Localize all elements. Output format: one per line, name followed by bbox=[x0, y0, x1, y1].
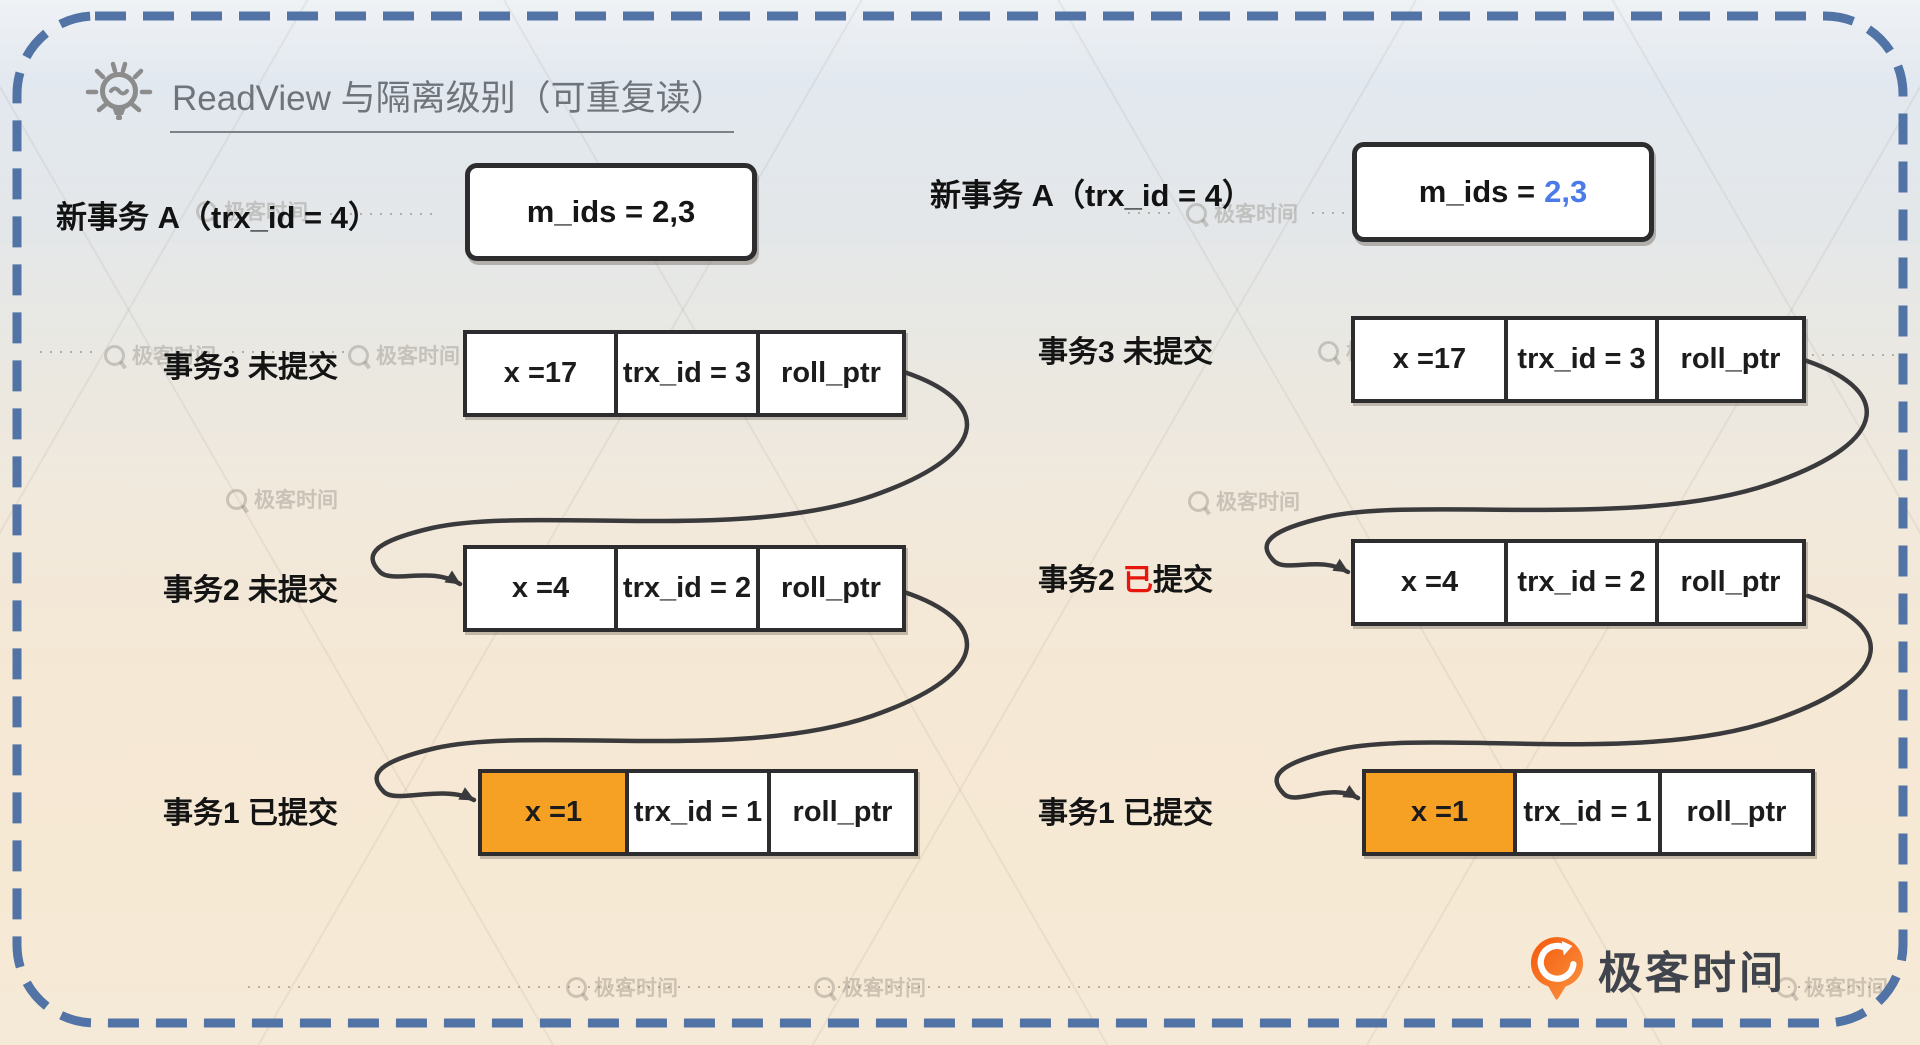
watermark-text: 极客时间 bbox=[376, 345, 460, 368]
geektime-pin-icon bbox=[1186, 202, 1207, 224]
watermark: 极客时间 bbox=[814, 972, 926, 1002]
watermark-text: 极客时间 bbox=[254, 489, 338, 512]
watermark: 极客时间 bbox=[1186, 198, 1298, 228]
watermark: 极客时间 bbox=[1188, 486, 1300, 516]
watermark: 极客时间 bbox=[104, 340, 216, 370]
geektime-pin-icon bbox=[1318, 340, 1339, 362]
watermark-text: 极客时间 bbox=[1214, 203, 1298, 226]
watermark: 极客时间 bbox=[348, 340, 460, 370]
geektime-pin-icon bbox=[814, 976, 835, 998]
roll-ptr-arrow-right-2 bbox=[1274, 593, 1873, 801]
geektime-pin-icon bbox=[104, 344, 125, 366]
watermark: 极客时间 bbox=[196, 196, 308, 226]
geektime-pin-icon bbox=[348, 344, 369, 366]
geektime-pin-icon bbox=[226, 488, 247, 510]
geektime-pin-icon bbox=[1188, 490, 1209, 512]
roll-ptr-arrow-left-1 bbox=[370, 369, 970, 587]
geektime-pin-icon bbox=[1530, 937, 1584, 1000]
geektime-pin-icon bbox=[1776, 976, 1797, 998]
geektime-logo-text: 极客时间 bbox=[1598, 949, 1786, 998]
watermark-text: 极客时间 bbox=[1804, 977, 1888, 1000]
geektime-logo: 极客时间 bbox=[1530, 936, 1786, 1002]
geektime-pin-icon bbox=[196, 200, 217, 222]
dotted-guide-lines bbox=[40, 212, 1896, 988]
watermark-text: 极客时间 bbox=[594, 977, 678, 1000]
watermark: 极客时间 bbox=[566, 972, 678, 1002]
dashed-frame-border bbox=[12, 11, 1908, 1028]
watermark: 极客时间 bbox=[226, 484, 338, 514]
watermark-text: 极客时间 bbox=[842, 977, 926, 1000]
roll-ptr-arrow-left-2 bbox=[374, 589, 970, 803]
watermark-text: 极客时间 bbox=[224, 201, 308, 224]
watermark-text: 极客时间 bbox=[1216, 491, 1300, 514]
watermark: 极客时间 bbox=[1776, 972, 1888, 1002]
geektime-pin-icon bbox=[566, 976, 587, 998]
watermark-text: 极客时间 bbox=[132, 345, 216, 368]
roll-ptr-arrow-right-1 bbox=[1264, 357, 1869, 575]
